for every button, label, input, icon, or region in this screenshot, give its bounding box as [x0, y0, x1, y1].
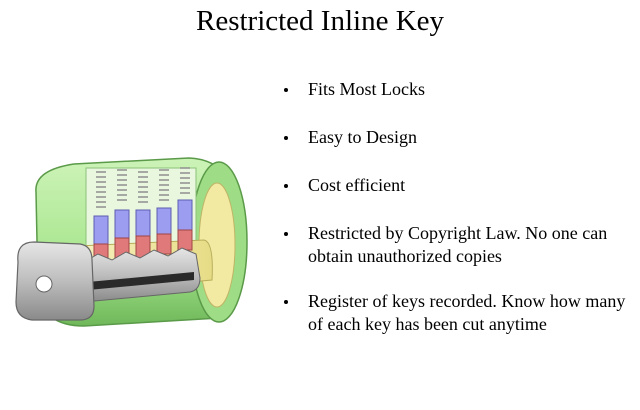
key-hole [35, 275, 53, 293]
lock-cylinder-cutaway-icon [15, 157, 248, 327]
springs [96, 167, 190, 208]
slide-title: Restricted Inline Key [195, 5, 445, 37]
bullet-item: Easy to Design [284, 126, 640, 149]
bullet-text: Easy to Design [308, 127, 417, 147]
bullet-item: Cost efficient [284, 174, 640, 197]
bullet-item: Register of keys recorded. Know how many… [284, 290, 640, 336]
bullet-dot [284, 184, 288, 188]
bullet-dot [284, 300, 288, 304]
key-blade [83, 247, 201, 303]
bullet-item: Fits Most Locks [284, 78, 640, 101]
bullet-dot [284, 136, 288, 140]
key-bow [15, 241, 95, 321]
bullet-text: Restricted by Copyright Law. No one can … [308, 223, 608, 266]
bullet-text: Cost efficient [308, 175, 406, 195]
bullet-dot [284, 88, 288, 92]
bullet-item: Restricted by Copyright Law. No one can … [284, 222, 640, 268]
bullet-text: Fits Most Locks [308, 79, 426, 99]
key-groove [88, 272, 194, 290]
bullet-dot [284, 232, 288, 236]
bullet-text: Register of keys recorded. Know how many… [308, 291, 626, 334]
bullet-list: Fits Most Locks Easy to Design Cost effi… [284, 78, 640, 361]
